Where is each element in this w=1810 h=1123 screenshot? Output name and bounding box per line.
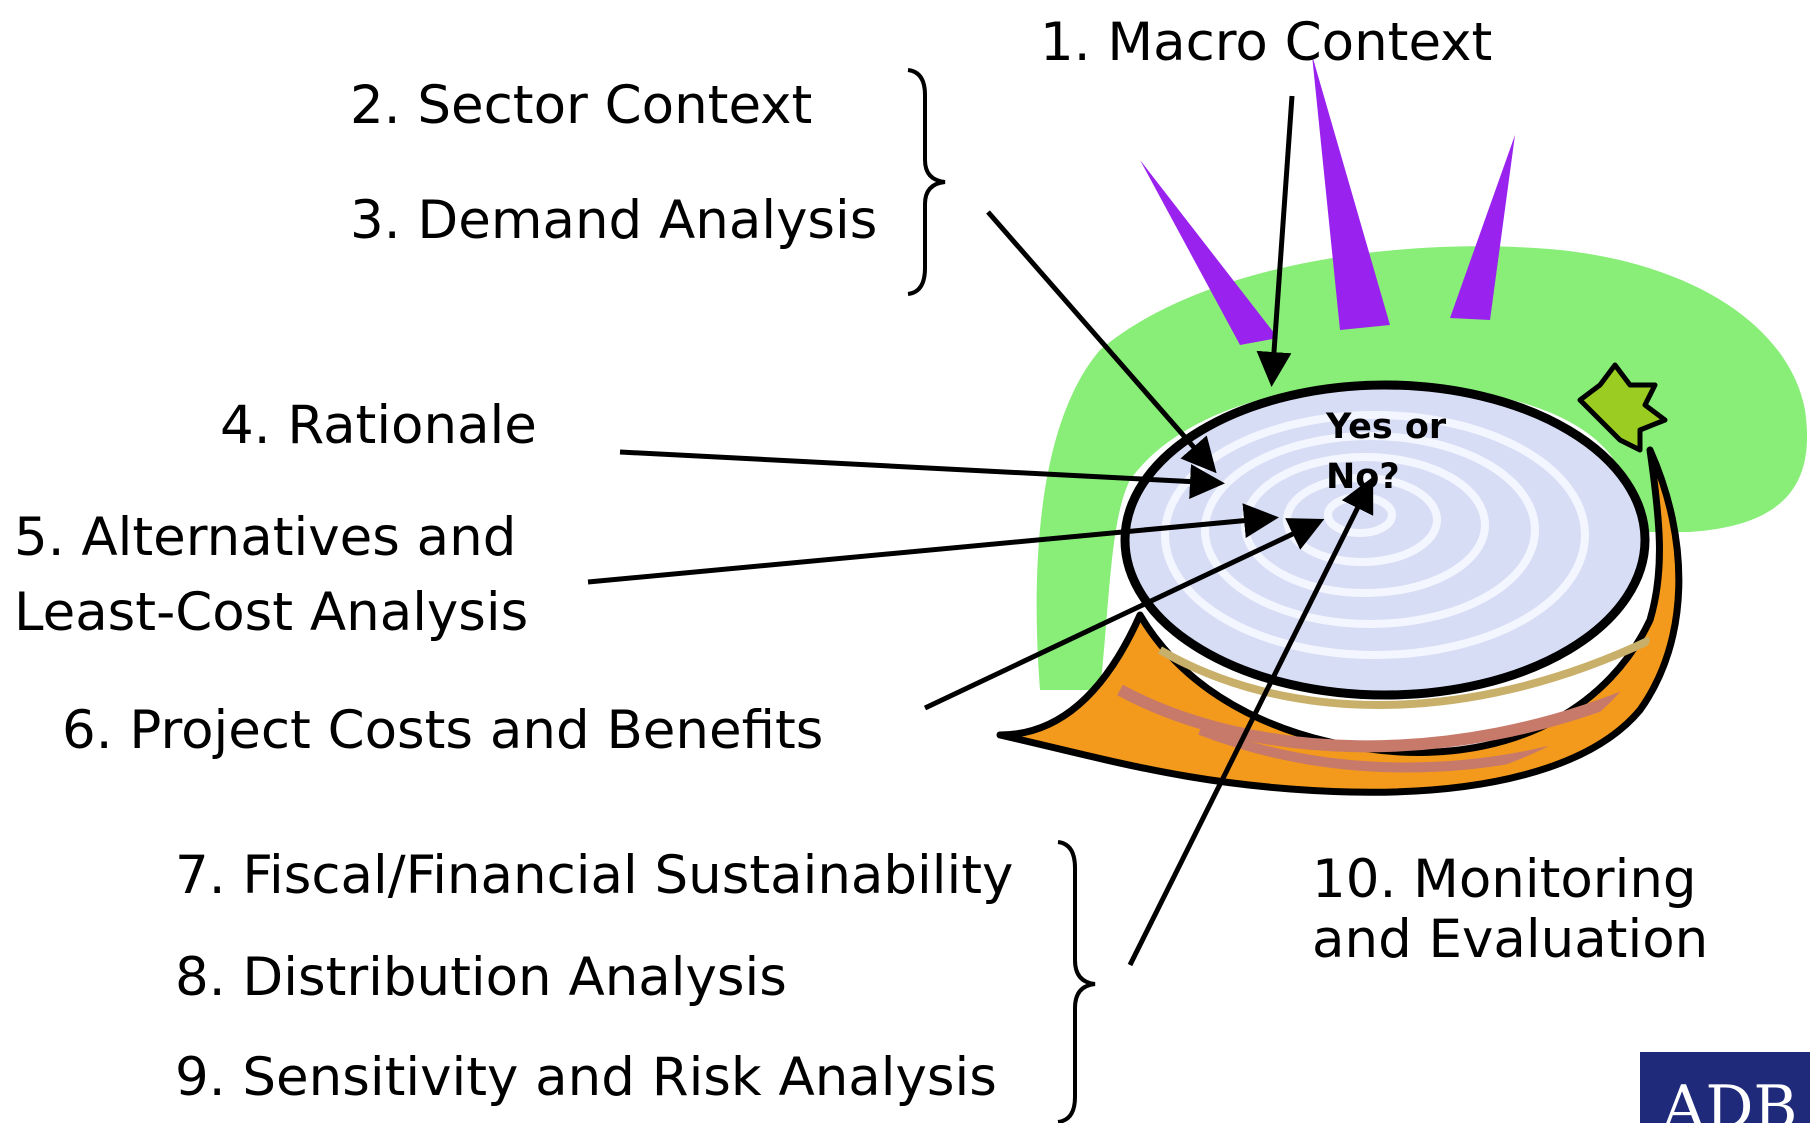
label-alternatives-line2: Least-Cost Analysis [14,582,528,643]
label-demand-analysis: 3. Demand Analysis [350,190,877,251]
onion-skin-stripe [1117,684,1643,753]
label-monitoring-line1: 10. Monitoring [1312,849,1697,910]
label-sector-context: 2. Sector Context [350,75,812,136]
purple-ray-right [1450,135,1515,320]
onion-rings [1161,411,1589,659]
arrow-sustainability-group [1127,476,1374,967]
purple-ray-middle [1312,55,1390,330]
label-macro-context: 1. Macro Context [1040,12,1492,73]
arrow-alternatives [587,503,1279,585]
center-label-line2: No? [1326,457,1400,497]
arrow-demand-analysis [986,210,1217,474]
arrow-macro-context [1256,95,1295,387]
adb-logo-box [1640,1052,1810,1123]
adb-logo-text: ADB [1661,1073,1798,1123]
arrow-project-costs [923,518,1325,711]
label-project-costs: 6. Project Costs and Benefits [62,700,823,761]
brace-sector-demand [907,68,946,296]
label-monitoring-line2: and Evaluation [1312,909,1708,970]
arrow-rationale [619,449,1225,500]
onion-skin-stripe [1157,636,1652,709]
label-distribution-analysis: 8. Distribution Analysis [175,947,787,1008]
onion-stem [1577,362,1668,453]
label-rationale: 4. Rationale [220,395,537,456]
center-label-line1: Yes or [1325,407,1447,447]
label-alternatives-line1: 5. Alternatives and [14,507,516,568]
label-sensitivity-risk: 9. Sensitivity and Risk Analysis [175,1047,997,1108]
purple-ray-left [1140,160,1278,345]
brace-fiscal-sensitivity [1057,840,1096,1123]
green-halo-shape [1036,246,1808,691]
label-fiscal-sustainability: 7. Fiscal/Financial Sustainability [175,845,1013,906]
